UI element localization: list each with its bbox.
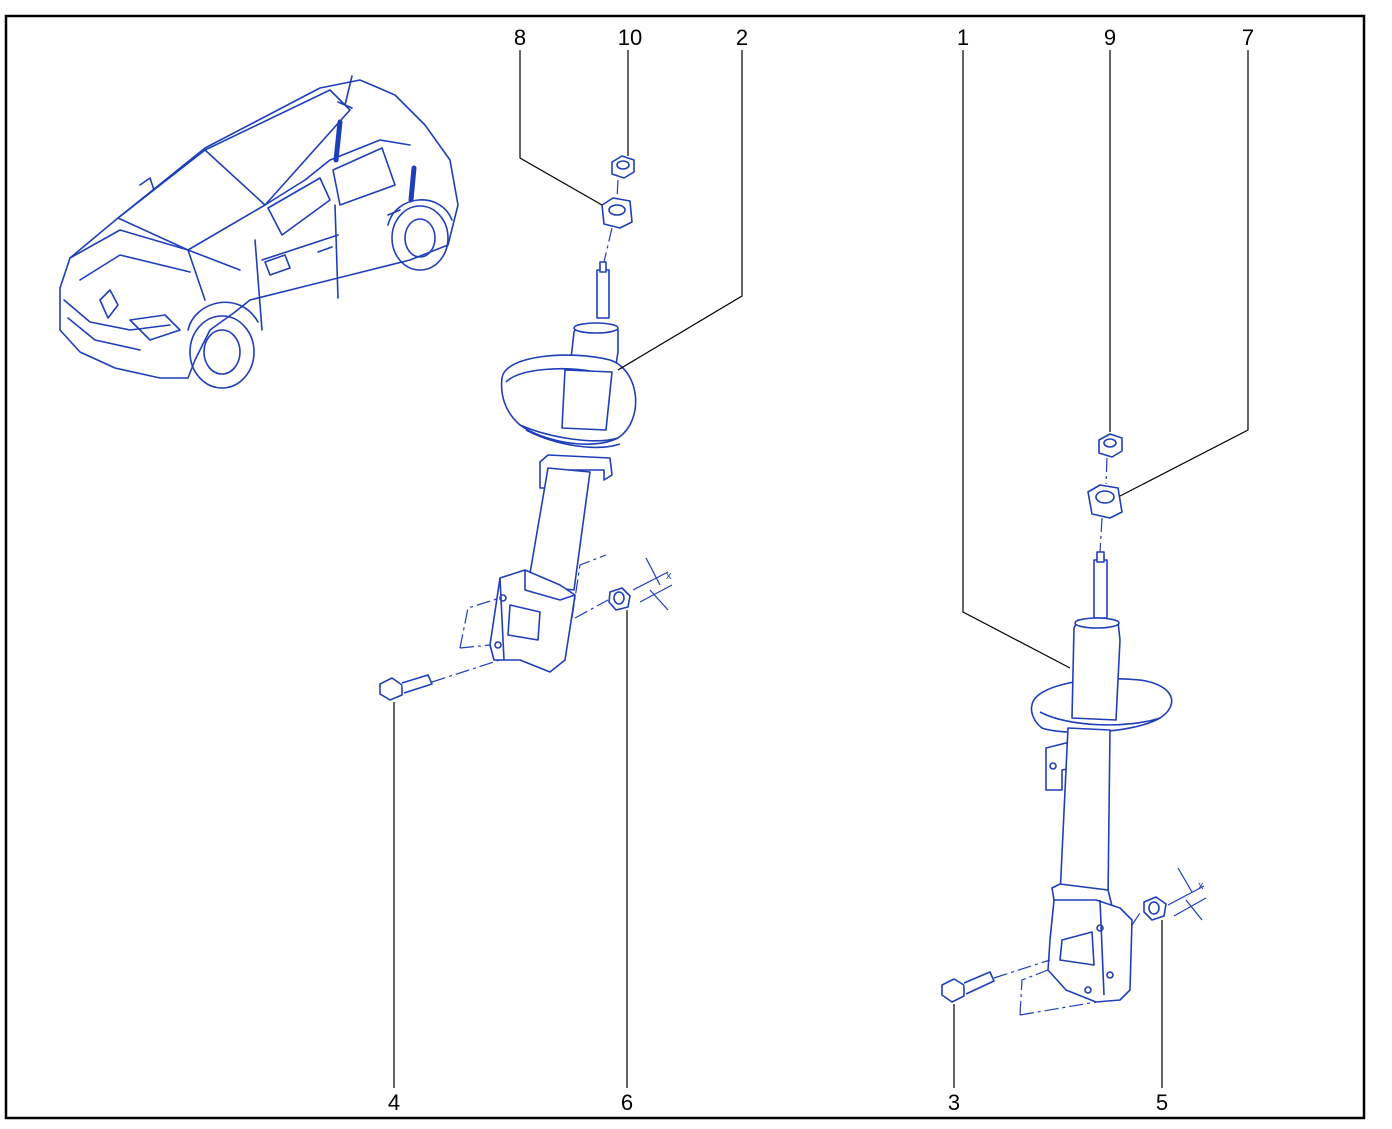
- callout-6: 6: [621, 1090, 633, 1115]
- front-knuckle-clamp: [489, 569, 576, 673]
- washer-nut-7: [1087, 484, 1123, 519]
- bolt-4: [379, 677, 403, 701]
- rear-piston-rod: [1093, 559, 1108, 619]
- callout-9: 9: [1104, 25, 1116, 50]
- front-axis-lines: [431, 179, 619, 683]
- front-dimension-x-label: x: [666, 570, 672, 582]
- nut-9: [1098, 433, 1123, 458]
- nut-10: [611, 155, 635, 179]
- piston-rod: [596, 269, 610, 319]
- callout-4: 4: [388, 1090, 400, 1115]
- callout-8: 8: [514, 25, 526, 50]
- car-strut-markers: [333, 119, 417, 203]
- callout-1: 1: [957, 25, 969, 50]
- front-dimension-x: [632, 557, 673, 611]
- callout-7: 7: [1242, 25, 1254, 50]
- nut-6: [608, 587, 631, 611]
- callout-10: 10: [618, 25, 642, 50]
- callout-numbers: 8 10 2 1 9 7 4 6 3 5: [388, 25, 1254, 1115]
- washer-nut-8: [601, 197, 633, 229]
- callout-3: 3: [948, 1090, 960, 1115]
- leader-lines: [393, 50, 1249, 1088]
- bolt-3: [941, 978, 965, 1003]
- rear-strut-assembly: [941, 433, 1173, 1003]
- nut-5: [1143, 896, 1167, 921]
- callout-5: 5: [1156, 1090, 1168, 1115]
- car-illustration: [59, 75, 459, 389]
- diagram-frame: [4, 14, 1366, 1120]
- rear-dimension-x: [1167, 867, 1207, 921]
- callout-2: 2: [736, 25, 748, 50]
- rear-axis-lines: [993, 457, 1143, 1016]
- rear-dimension-x-label: x: [1198, 880, 1204, 892]
- front-strut-assembly: [379, 155, 637, 701]
